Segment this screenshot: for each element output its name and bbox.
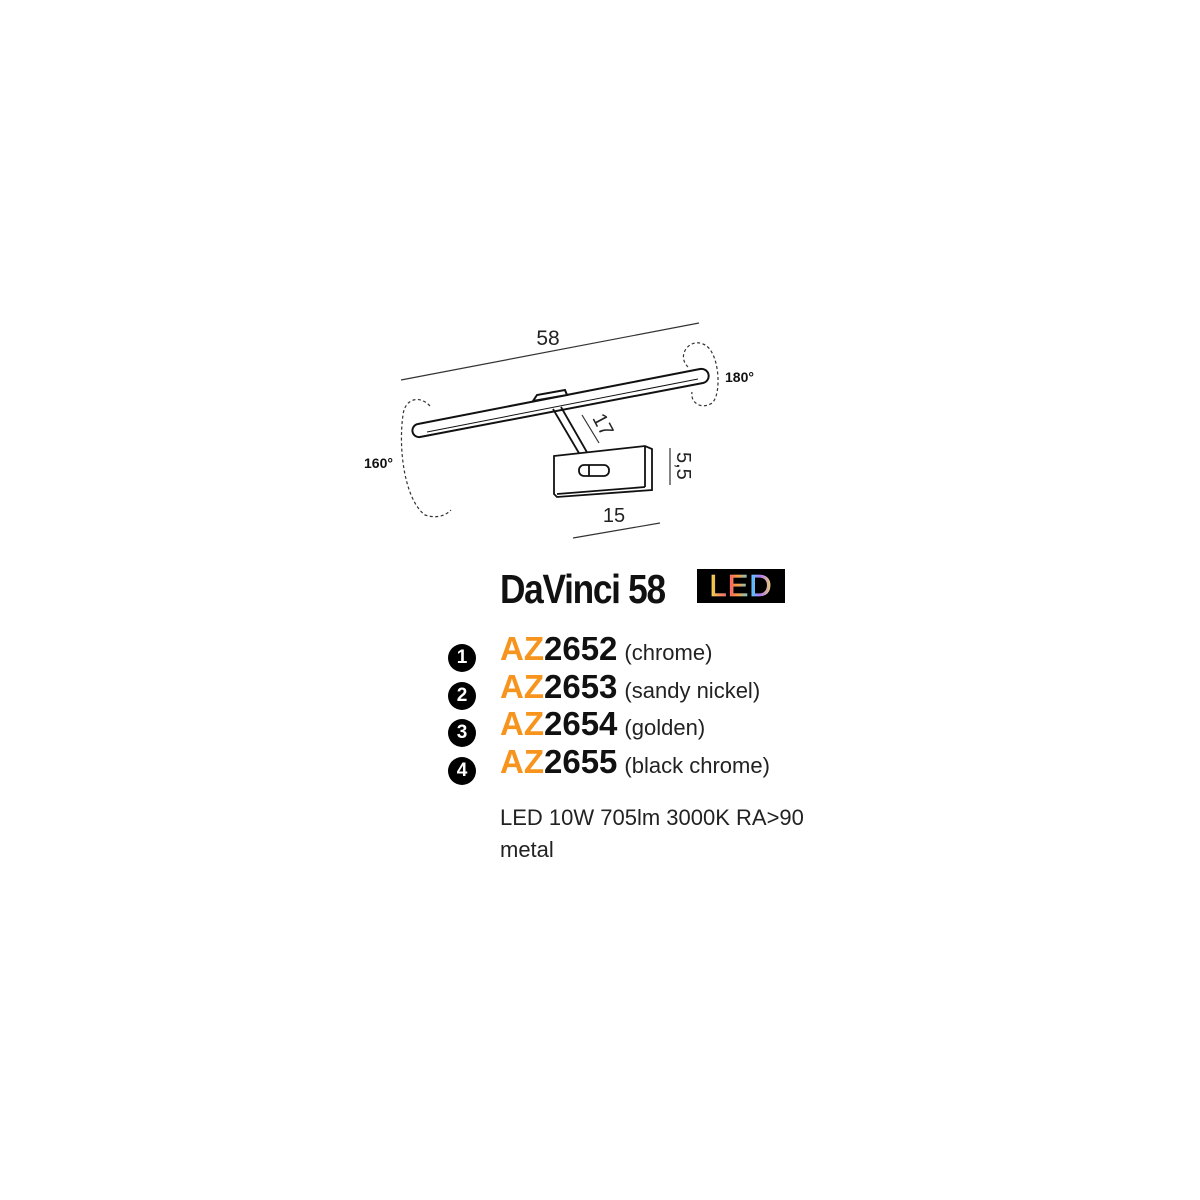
number-badge-icon: 4 xyxy=(448,757,476,785)
finish-label: (sandy nickel) xyxy=(624,678,761,703)
arm-length-label: 17 xyxy=(588,410,618,440)
length-dimension-line xyxy=(400,322,700,381)
spec-line-light: LED 10W 705lm 3000K RA>90 xyxy=(500,805,804,830)
number-badge-icon: 3 xyxy=(448,719,476,747)
finish-label: (black chrome) xyxy=(624,753,770,778)
code-prefix: AZ xyxy=(500,743,544,780)
led-badge-text: LED xyxy=(709,568,773,604)
code-prefix: AZ xyxy=(500,705,544,742)
lamp-dimension-diagram: 58 17 5,5 15 180° 160° xyxy=(364,322,754,539)
wall-base xyxy=(553,445,653,498)
rotation-left-label: 160° xyxy=(364,455,393,471)
rotation-right-label: 180° xyxy=(725,369,754,385)
rotation-arrow-right-icon xyxy=(682,342,719,407)
product-title: DaVinci 58 xyxy=(500,566,666,612)
code-number: 2652 xyxy=(544,630,618,667)
number-badge-icon: 1 xyxy=(448,644,476,672)
base-height-label: 5,5 xyxy=(672,452,694,480)
code-prefix: AZ xyxy=(500,668,544,705)
led-badge: LED xyxy=(697,568,785,604)
code-number: 2655 xyxy=(544,743,618,780)
finish-label: (chrome) xyxy=(624,640,713,665)
code-number: 2653 xyxy=(544,668,618,705)
light-bar xyxy=(411,367,710,439)
code-number: 2654 xyxy=(544,705,618,742)
arm-dimension-line xyxy=(581,414,600,444)
length-label: 58 xyxy=(536,327,559,350)
number-badge-icon: 2 xyxy=(448,682,476,710)
width-dimension-line xyxy=(572,522,661,539)
rotation-arrow-left-icon xyxy=(400,398,452,518)
finish-label: (golden) xyxy=(624,715,706,740)
code-prefix: AZ xyxy=(500,630,544,667)
spec-line-material: metal xyxy=(500,837,554,862)
base-width-label: 15 xyxy=(603,505,625,527)
